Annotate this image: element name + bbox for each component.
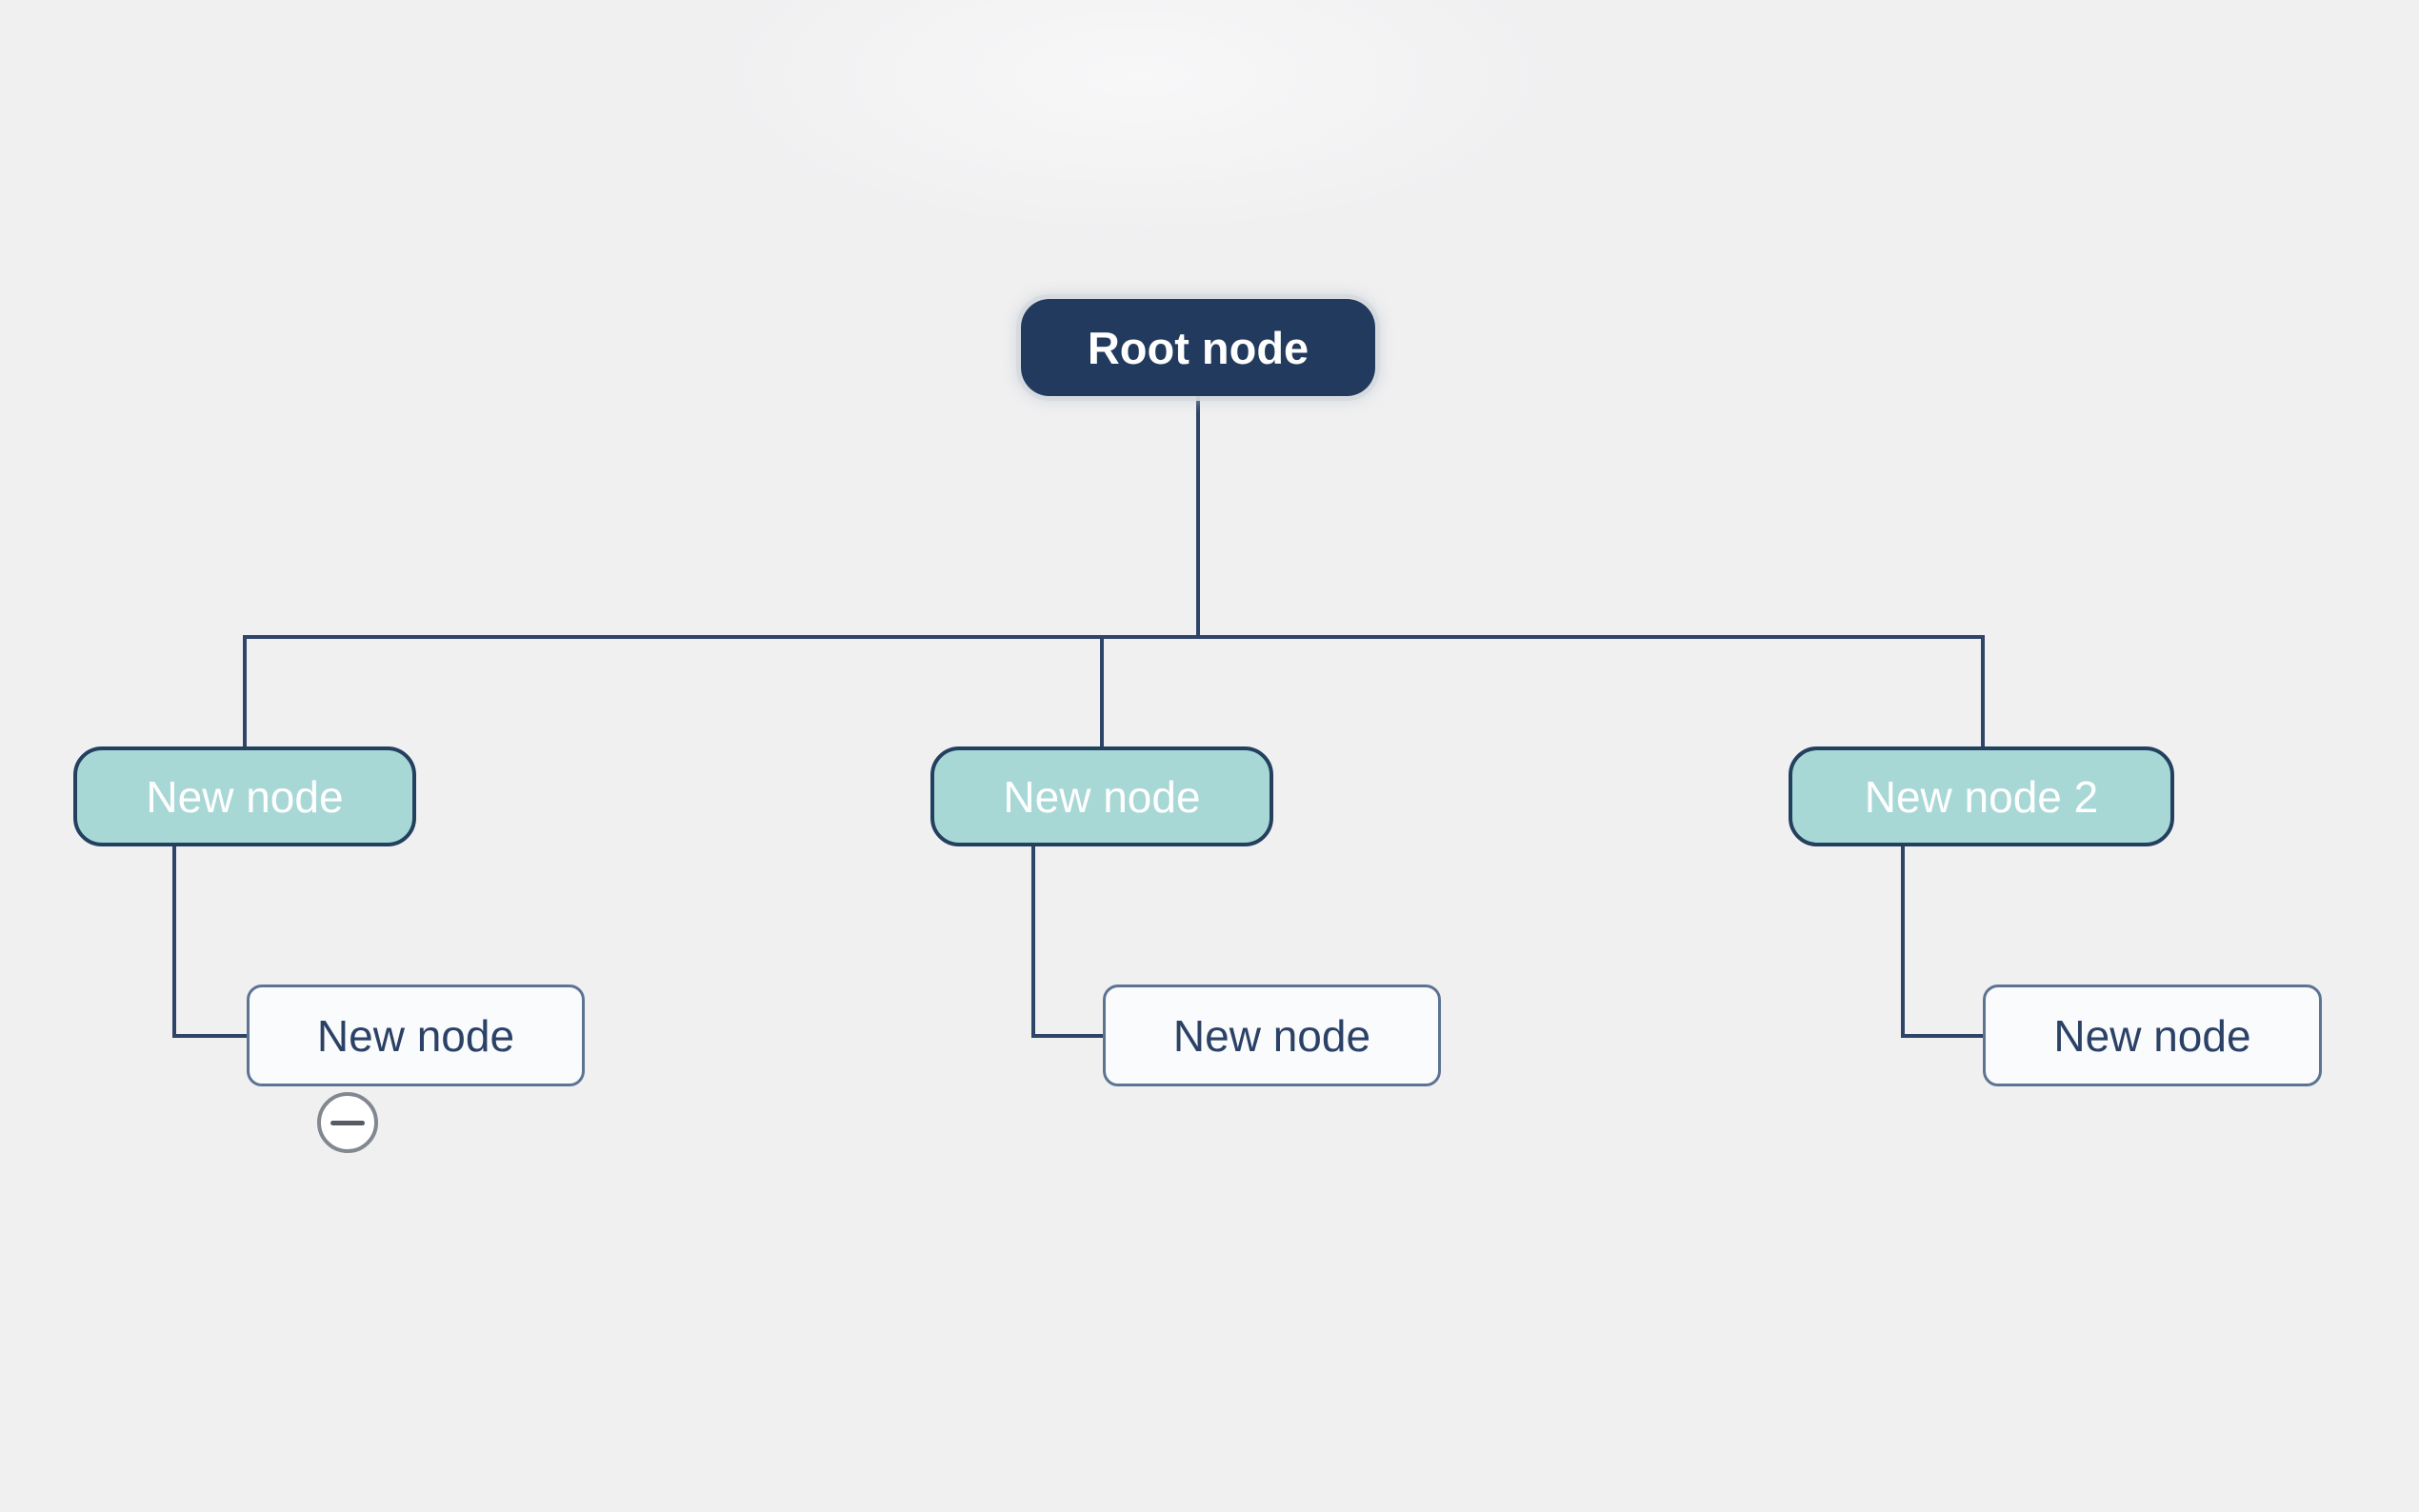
connector-children-bus [243,635,1985,747]
connector-child2-to-leaf [1031,846,1103,1038]
child-node-2-label: New node [1003,771,1201,822]
leaf-node-3-label: New node [2053,1010,2251,1061]
child-node-3[interactable]: New node 2 [1789,746,2174,846]
leaf-node-3[interactable]: New node [1983,985,2322,1086]
child-node-3-label: New node 2 [1864,771,2099,822]
connector-child1-to-leaf [172,846,247,1038]
leaf-node-2-label: New node [1172,1010,1371,1061]
minus-icon [330,1120,365,1125]
child-node-1[interactable]: New node [73,746,416,846]
leaf-node-2[interactable]: New node [1103,985,1441,1086]
connector-child3-to-leaf [1901,846,1983,1038]
root-node-label: Root node [1087,322,1309,373]
child-node-1-label: New node [146,771,344,822]
child-node-2[interactable]: New node [930,746,1273,846]
leaf-node-1-label: New node [316,1010,515,1061]
leaf-node-1[interactable]: New node [247,985,585,1086]
root-node[interactable]: Root node [1021,299,1375,396]
collapse-button[interactable] [317,1092,378,1153]
